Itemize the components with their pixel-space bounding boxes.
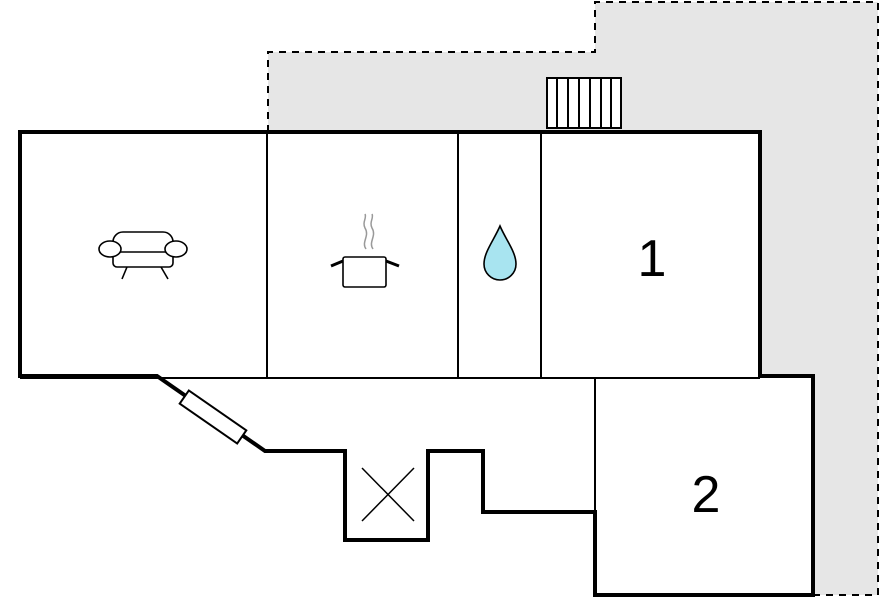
sun-lounger-icon	[546, 77, 622, 129]
bedroom-2-label: 2	[692, 466, 721, 524]
entrance-door	[178, 389, 248, 445]
bedroom-1-label: 1	[638, 230, 667, 288]
cooking-pot-icon	[330, 213, 400, 288]
sofa-icon	[98, 231, 188, 280]
interior-floor	[20, 132, 813, 595]
stairs-icon	[361, 467, 415, 522]
water-drop-icon	[483, 223, 517, 281]
